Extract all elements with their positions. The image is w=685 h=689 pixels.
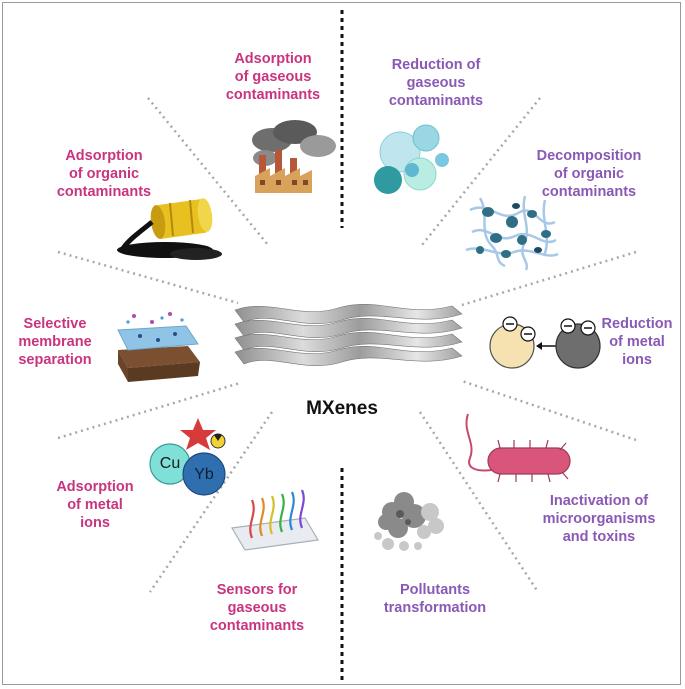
cu-ion-label: Cu (159, 455, 181, 472)
label-decomposition-organic: Decomposition of organic contaminants (536, 148, 642, 200)
label-pollutants-transformation: Pollutants transformation (383, 582, 487, 616)
spoke-left-b (57, 381, 241, 440)
spoke-right-a (461, 250, 637, 307)
center-title: MXenes (306, 398, 378, 419)
label-reduction-gaseous: Reduction of gaseous contaminants (388, 57, 484, 109)
label-selective-membrane: Selective membrane separation (18, 316, 92, 368)
label-inactivation-micro: Inactivation of microorganisms and toxin… (542, 493, 656, 545)
label-adsorption-organic: Adsorption of organic contaminants (56, 148, 152, 200)
spoke-bottom-left (148, 411, 274, 593)
spoke-left-a (57, 250, 239, 305)
spoke-top-right-a (421, 97, 541, 246)
label-sensors-gaseous: Sensors for gaseous contaminants (209, 582, 305, 634)
label-reduction-metal: Reduction of metal ions (601, 316, 673, 368)
label-adsorption-gaseous: Adsorption of gaseous contaminants (225, 51, 321, 103)
yb-ion-label: Yb (194, 466, 214, 483)
spoke-top-left-a (147, 97, 269, 246)
spoke-right-b (461, 379, 637, 442)
label-adsorption-metal: Adsorption of metal ions (56, 479, 134, 531)
